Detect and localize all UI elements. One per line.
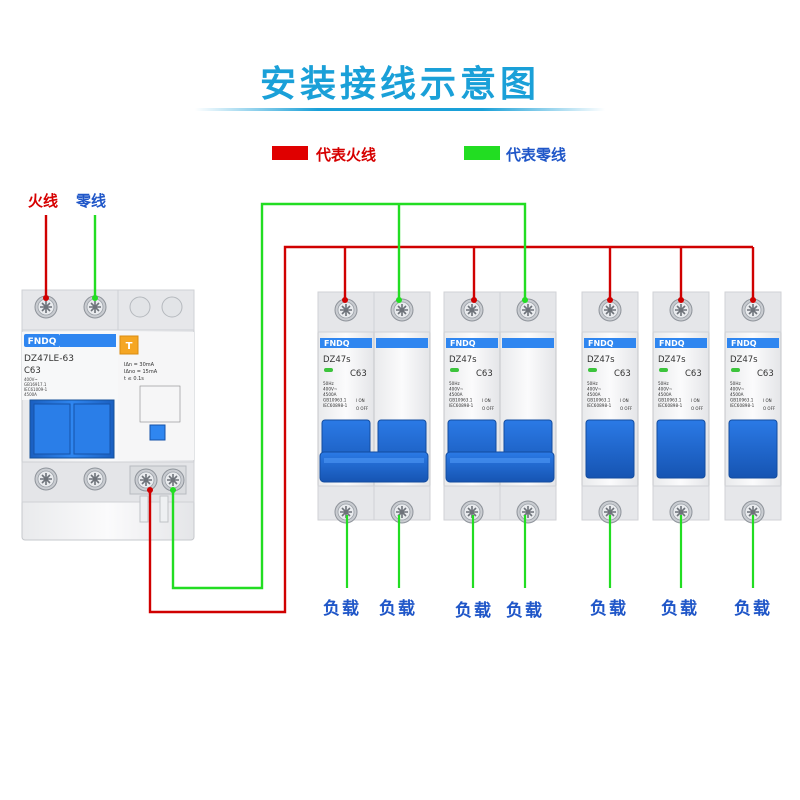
svg-text:IEC60898-1: IEC60898-1 bbox=[658, 403, 683, 408]
svg-text:O OFF: O OFF bbox=[356, 406, 369, 411]
svg-text:IΔn = 30mA: IΔn = 30mA bbox=[124, 362, 155, 368]
svg-text:I ON: I ON bbox=[356, 398, 365, 403]
svg-text:50Hz: 50Hz bbox=[587, 381, 598, 386]
svg-text:50Hz: 50Hz bbox=[449, 381, 460, 386]
svg-text:I ON: I ON bbox=[763, 398, 772, 403]
svg-text:DZ47s: DZ47s bbox=[323, 355, 351, 365]
load-label-6: 负载 bbox=[661, 599, 699, 619]
svg-text:IEC61009-1: IEC61009-1 bbox=[24, 387, 48, 392]
svg-text:4500A: 4500A bbox=[323, 392, 337, 397]
rcbo-rating: C63 bbox=[24, 366, 41, 376]
rcbo-device: FNDQ DZ47LE-63 C63 400V~ GB16917.1 IEC61… bbox=[21, 289, 195, 541]
rcbo-test-button: T bbox=[126, 341, 133, 352]
breaker-brand: FNDQ bbox=[588, 339, 614, 348]
load-label-5: 负载 bbox=[590, 599, 628, 619]
rcbo-model: DZ47LE-63 bbox=[24, 354, 74, 364]
svg-text:I ON: I ON bbox=[620, 398, 629, 403]
title-underline bbox=[195, 108, 605, 111]
svg-text:400V~: 400V~ bbox=[658, 387, 673, 392]
svg-text:GB16917.1: GB16917.1 bbox=[24, 382, 47, 387]
page-title: 安装接线示意图 bbox=[259, 64, 540, 105]
svg-text:IEC60898-1: IEC60898-1 bbox=[449, 403, 474, 408]
svg-text:C63: C63 bbox=[476, 369, 493, 379]
legend-neutral-swatch bbox=[464, 146, 500, 160]
svg-text:I ON: I ON bbox=[482, 398, 491, 403]
svg-text:GB10963.1: GB10963.1 bbox=[449, 398, 473, 403]
rcbo-brand: FNDQ bbox=[28, 337, 57, 347]
svg-text:C63: C63 bbox=[757, 369, 774, 379]
legend-live-label: 代表火线 bbox=[316, 146, 377, 164]
legend-neutral-label: 代表零线 bbox=[506, 146, 567, 164]
load-label-4: 负载 bbox=[506, 601, 544, 621]
svg-text:DZ47s: DZ47s bbox=[449, 355, 477, 365]
svg-text:O OFF: O OFF bbox=[620, 406, 633, 411]
svg-text:O OFF: O OFF bbox=[482, 406, 495, 411]
svg-text:400V~: 400V~ bbox=[449, 387, 464, 392]
neutral-wires bbox=[93, 202, 527, 590]
svg-text:400V~: 400V~ bbox=[730, 387, 745, 392]
breaker-brand: FNDQ bbox=[324, 339, 350, 348]
load-wires bbox=[345, 515, 755, 588]
breaker-brand: FNDQ bbox=[659, 339, 685, 348]
load-label-1: 负载 bbox=[323, 599, 361, 619]
svg-text:t ≤ 0.1s: t ≤ 0.1s bbox=[124, 376, 144, 382]
legend-live-swatch bbox=[272, 146, 308, 160]
svg-text:O OFF: O OFF bbox=[763, 406, 776, 411]
breaker-brand: FNDQ bbox=[731, 339, 757, 348]
load-label-7: 负载 bbox=[734, 599, 772, 619]
svg-text:GB10963.1: GB10963.1 bbox=[587, 398, 611, 403]
svg-text:400V~: 400V~ bbox=[24, 377, 38, 382]
svg-text:I ON: I ON bbox=[691, 398, 700, 403]
svg-text:4500A: 4500A bbox=[24, 392, 37, 397]
svg-text:4500A: 4500A bbox=[449, 392, 463, 397]
svg-text:50Hz: 50Hz bbox=[323, 381, 334, 386]
svg-text:GB10963.1: GB10963.1 bbox=[323, 398, 347, 403]
svg-text:400V~: 400V~ bbox=[323, 387, 338, 392]
svg-text:GB10963.1: GB10963.1 bbox=[730, 398, 754, 403]
svg-text:IEC60898-1: IEC60898-1 bbox=[587, 403, 612, 408]
svg-text:DZ47s: DZ47s bbox=[658, 355, 686, 365]
svg-text:O OFF: O OFF bbox=[691, 406, 704, 411]
svg-text:4500A: 4500A bbox=[658, 392, 672, 397]
svg-text:400V~: 400V~ bbox=[587, 387, 602, 392]
svg-text:C63: C63 bbox=[350, 369, 367, 379]
svg-text:50Hz: 50Hz bbox=[730, 381, 741, 386]
svg-text:IEC60898-1: IEC60898-1 bbox=[323, 403, 348, 408]
terminal-markers bbox=[43, 295, 756, 493]
load-label-3: 负载 bbox=[455, 601, 493, 621]
svg-text:IΔno = 15mA: IΔno = 15mA bbox=[124, 369, 158, 375]
svg-text:4500A: 4500A bbox=[587, 392, 601, 397]
svg-text:C63: C63 bbox=[685, 369, 702, 379]
svg-text:GB10963.1: GB10963.1 bbox=[658, 398, 682, 403]
live-wires bbox=[44, 215, 755, 614]
svg-text:4500A: 4500A bbox=[730, 392, 744, 397]
input-neutral-label: 零线 bbox=[76, 192, 107, 210]
input-live-label: 火线 bbox=[28, 192, 59, 210]
breaker-brand: FNDQ bbox=[450, 339, 476, 348]
svg-text:50Hz: 50Hz bbox=[658, 381, 669, 386]
svg-text:DZ47s: DZ47s bbox=[730, 355, 758, 365]
svg-text:IEC60898-1: IEC60898-1 bbox=[730, 403, 755, 408]
svg-text:DZ47s: DZ47s bbox=[587, 355, 615, 365]
svg-text:C63: C63 bbox=[614, 369, 631, 379]
load-label-2: 负载 bbox=[379, 599, 417, 619]
